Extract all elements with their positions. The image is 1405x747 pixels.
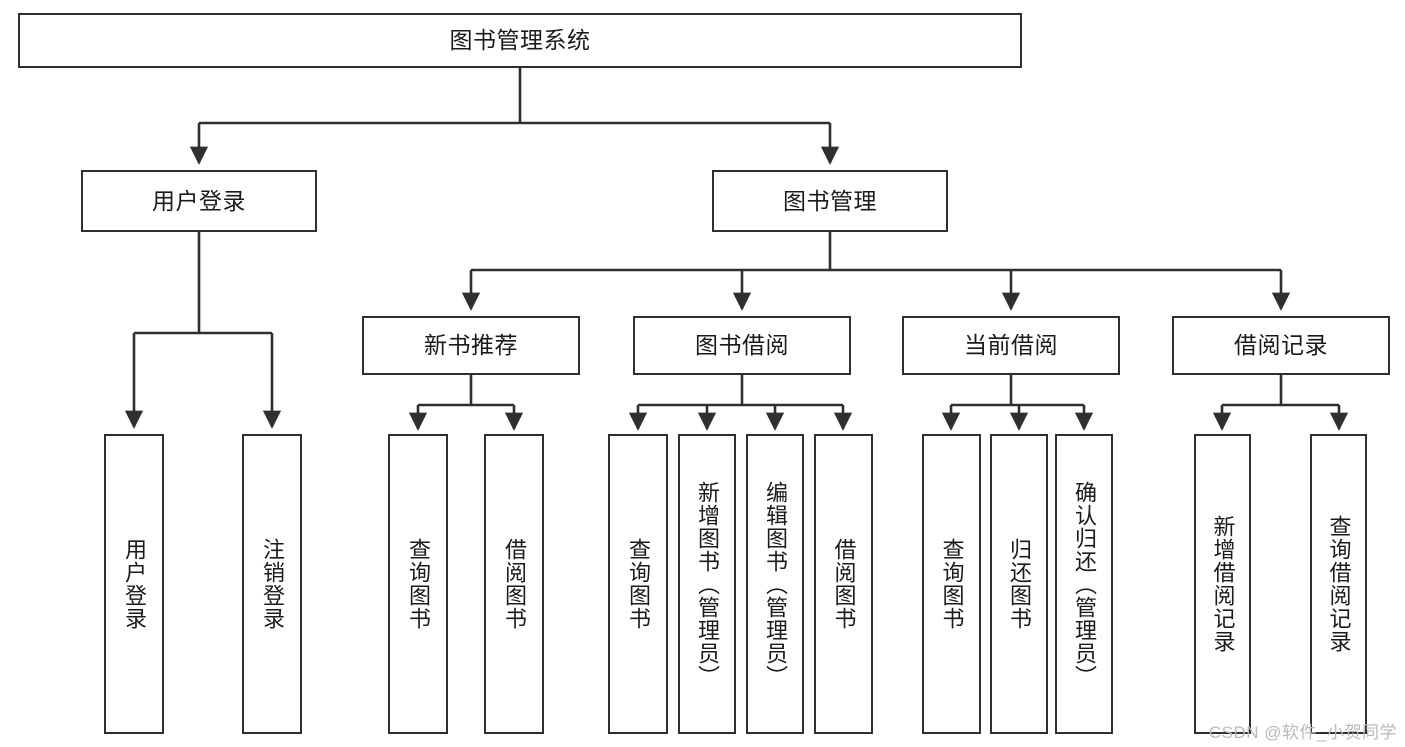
node-current-borrow-label: 当前借阅 bbox=[964, 332, 1058, 359]
node-user-login-label: 用户登录 bbox=[152, 187, 246, 214]
node-leaf-recommend-query-book-label: 查询图书 bbox=[405, 538, 431, 630]
node-leaf-borrow-book-label: 借阅图书 bbox=[831, 538, 857, 630]
node-leaf-recommend-borrow-book[interactable]: 借阅图书 bbox=[484, 434, 544, 734]
node-book-manage[interactable]: 图书管理 bbox=[712, 170, 948, 232]
node-leaf-user-logout[interactable]: 注销登录 bbox=[242, 434, 302, 734]
node-leaf-current-query-book[interactable]: 查询图书 bbox=[922, 434, 981, 734]
node-root-label: 图书管理系统 bbox=[449, 27, 591, 54]
node-leaf-confirm-return-admin-label: 确认归还（管理员） bbox=[1071, 480, 1097, 688]
node-leaf-borrow-book[interactable]: 借阅图书 bbox=[814, 434, 873, 734]
node-leaf-recommend-borrow-book-label: 借阅图书 bbox=[501, 538, 527, 630]
node-leaf-current-query-book-label: 查询图书 bbox=[939, 538, 965, 630]
node-leaf-confirm-return-admin[interactable]: 确认归还（管理员） bbox=[1055, 434, 1113, 734]
node-leaf-query-borrow-record-label: 查询借阅记录 bbox=[1326, 515, 1352, 653]
node-root-system[interactable]: 图书管理系统 bbox=[18, 13, 1022, 68]
node-leaf-borrow-query-book[interactable]: 查询图书 bbox=[608, 434, 668, 734]
node-leaf-edit-book-admin[interactable]: 编辑图书（管理员） bbox=[746, 434, 804, 734]
node-leaf-return-book-label: 归还图书 bbox=[1006, 538, 1032, 630]
node-leaf-borrow-query-book-label: 查询图书 bbox=[625, 538, 651, 630]
node-leaf-return-book[interactable]: 归还图书 bbox=[990, 434, 1048, 734]
node-new-book-recommend[interactable]: 新书推荐 bbox=[362, 316, 580, 375]
node-user-login[interactable]: 用户登录 bbox=[81, 170, 317, 232]
node-leaf-query-borrow-record[interactable]: 查询借阅记录 bbox=[1310, 434, 1367, 734]
node-book-manage-label: 图书管理 bbox=[783, 187, 877, 214]
node-current-borrow[interactable]: 当前借阅 bbox=[902, 316, 1120, 375]
node-leaf-edit-book-admin-label: 编辑图书（管理员） bbox=[762, 480, 788, 688]
node-leaf-add-book-admin[interactable]: 新增图书（管理员） bbox=[678, 434, 736, 734]
node-leaf-add-borrow-record[interactable]: 新增借阅记录 bbox=[1194, 434, 1251, 734]
node-leaf-user-login[interactable]: 用户登录 bbox=[104, 434, 164, 734]
node-borrow-record-label: 借阅记录 bbox=[1234, 332, 1328, 359]
node-leaf-recommend-query-book[interactable]: 查询图书 bbox=[388, 434, 448, 734]
node-leaf-add-borrow-record-label: 新增借阅记录 bbox=[1210, 515, 1236, 653]
node-new-book-recommend-label: 新书推荐 bbox=[424, 332, 518, 359]
node-leaf-user-logout-label: 注销登录 bbox=[259, 538, 285, 630]
node-borrow-record[interactable]: 借阅记录 bbox=[1172, 316, 1390, 375]
node-book-borrow-label: 图书借阅 bbox=[695, 332, 789, 359]
node-leaf-user-login-label: 用户登录 bbox=[121, 538, 147, 630]
node-leaf-add-book-admin-label: 新增图书（管理员） bbox=[694, 480, 720, 688]
node-book-borrow[interactable]: 图书借阅 bbox=[633, 316, 851, 375]
